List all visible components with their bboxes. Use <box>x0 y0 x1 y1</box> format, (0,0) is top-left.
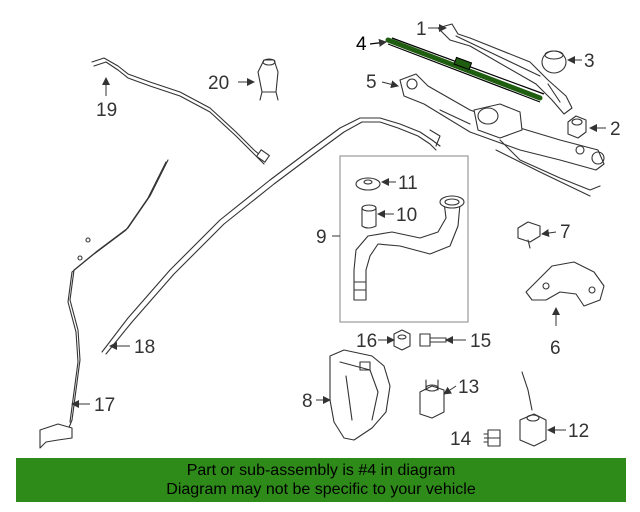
callout-10[interactable]: 10 <box>396 205 417 226</box>
callout-labels: 1 2 3 4 5 6 7 8 9 10 11 12 13 14 15 16 1… <box>94 19 621 450</box>
callout-8[interactable]: 8 <box>302 391 313 412</box>
callout-19[interactable]: 19 <box>96 100 117 121</box>
part-13-washer-pump[interactable] <box>419 379 445 419</box>
callout-7[interactable]: 7 <box>560 222 571 243</box>
part-1-wiper-arm[interactable] <box>437 23 573 115</box>
part-20-clip[interactable] <box>257 58 279 101</box>
part-12-rear-washer-pump[interactable] <box>519 371 547 447</box>
callout-17[interactable]: 17 <box>94 395 115 416</box>
part-3-cap[interactable] <box>541 50 567 74</box>
part-2-nut[interactable] <box>567 115 587 139</box>
callout-11[interactable]: 11 <box>398 173 418 194</box>
part-4-wiper-blade[interactable] <box>385 37 545 103</box>
callout-18[interactable]: 18 <box>134 337 155 358</box>
callout-20[interactable]: 20 <box>208 73 229 94</box>
info-banner: Part or sub-assembly is #4 in diagram Di… <box>16 458 626 502</box>
callout-3[interactable]: 3 <box>584 51 595 72</box>
banner-line-2: Diagram may not be specific to your vehi… <box>166 481 476 498</box>
part-5-wiper-linkage[interactable] <box>399 73 605 197</box>
callout-12[interactable]: 12 <box>568 421 589 442</box>
callout-4[interactable]: 4 <box>356 34 367 55</box>
callout-6[interactable]: 6 <box>550 338 561 359</box>
part-18-long-hose[interactable] <box>101 117 441 355</box>
part-15-screw[interactable] <box>419 333 447 347</box>
banner-line-1: Part or sub-assembly is #4 in diagram <box>186 462 456 479</box>
callout-9[interactable]: 9 <box>316 227 327 248</box>
part-6-bracket[interactable] <box>525 261 605 307</box>
part-16-nut[interactable] <box>393 329 411 351</box>
callout-13[interactable]: 13 <box>458 377 479 398</box>
callout-14[interactable]: 14 <box>450 429 472 450</box>
part-9-filler-neck-box[interactable] <box>339 155 469 323</box>
callout-5[interactable]: 5 <box>366 72 377 93</box>
part-7-bolt[interactable] <box>517 221 541 249</box>
callout-1[interactable]: 1 <box>416 19 427 40</box>
leader-lines <box>71 24 606 439</box>
part-19-hose[interactable] <box>91 57 270 165</box>
callout-16[interactable]: 16 <box>356 331 377 352</box>
part-11-grommet[interactable] <box>355 177 381 191</box>
callout-15[interactable]: 15 <box>470 331 491 352</box>
part-8-washer-reservoir[interactable] <box>329 349 391 441</box>
callout-2[interactable]: 2 <box>610 119 621 140</box>
part-10-plug[interactable] <box>361 204 377 229</box>
